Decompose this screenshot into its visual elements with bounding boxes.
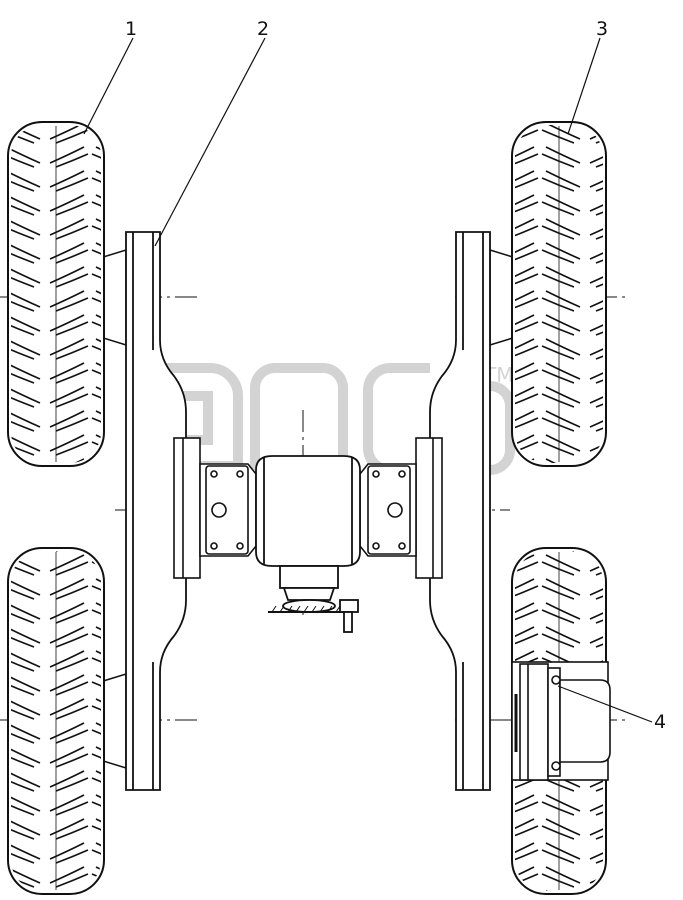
wheel-hubs (99, 248, 517, 770)
leader-2 (154, 37, 266, 247)
callout-labels: 1 2 3 4 (125, 18, 666, 733)
callout-3: 3 (596, 18, 608, 40)
final-drive-reducer (511, 661, 611, 781)
leader-3 (567, 37, 601, 135)
leader-4 (557, 685, 653, 723)
callout-4: 4 (654, 711, 666, 733)
differential-housing (255, 455, 361, 633)
axle-flanges (173, 437, 443, 579)
callout-2: 2 (257, 18, 269, 40)
tire-rear-left (7, 547, 105, 895)
leader-lines (83, 37, 653, 723)
bogie-beam-right (429, 231, 491, 791)
axle-housing-right (359, 463, 417, 557)
tire-front-right (511, 121, 607, 467)
axle-housing-left (199, 463, 257, 557)
callout-1: 1 (125, 18, 137, 40)
bogie-beam-left (125, 231, 187, 791)
leader-1 (83, 37, 134, 135)
tire-front-left (7, 121, 105, 467)
